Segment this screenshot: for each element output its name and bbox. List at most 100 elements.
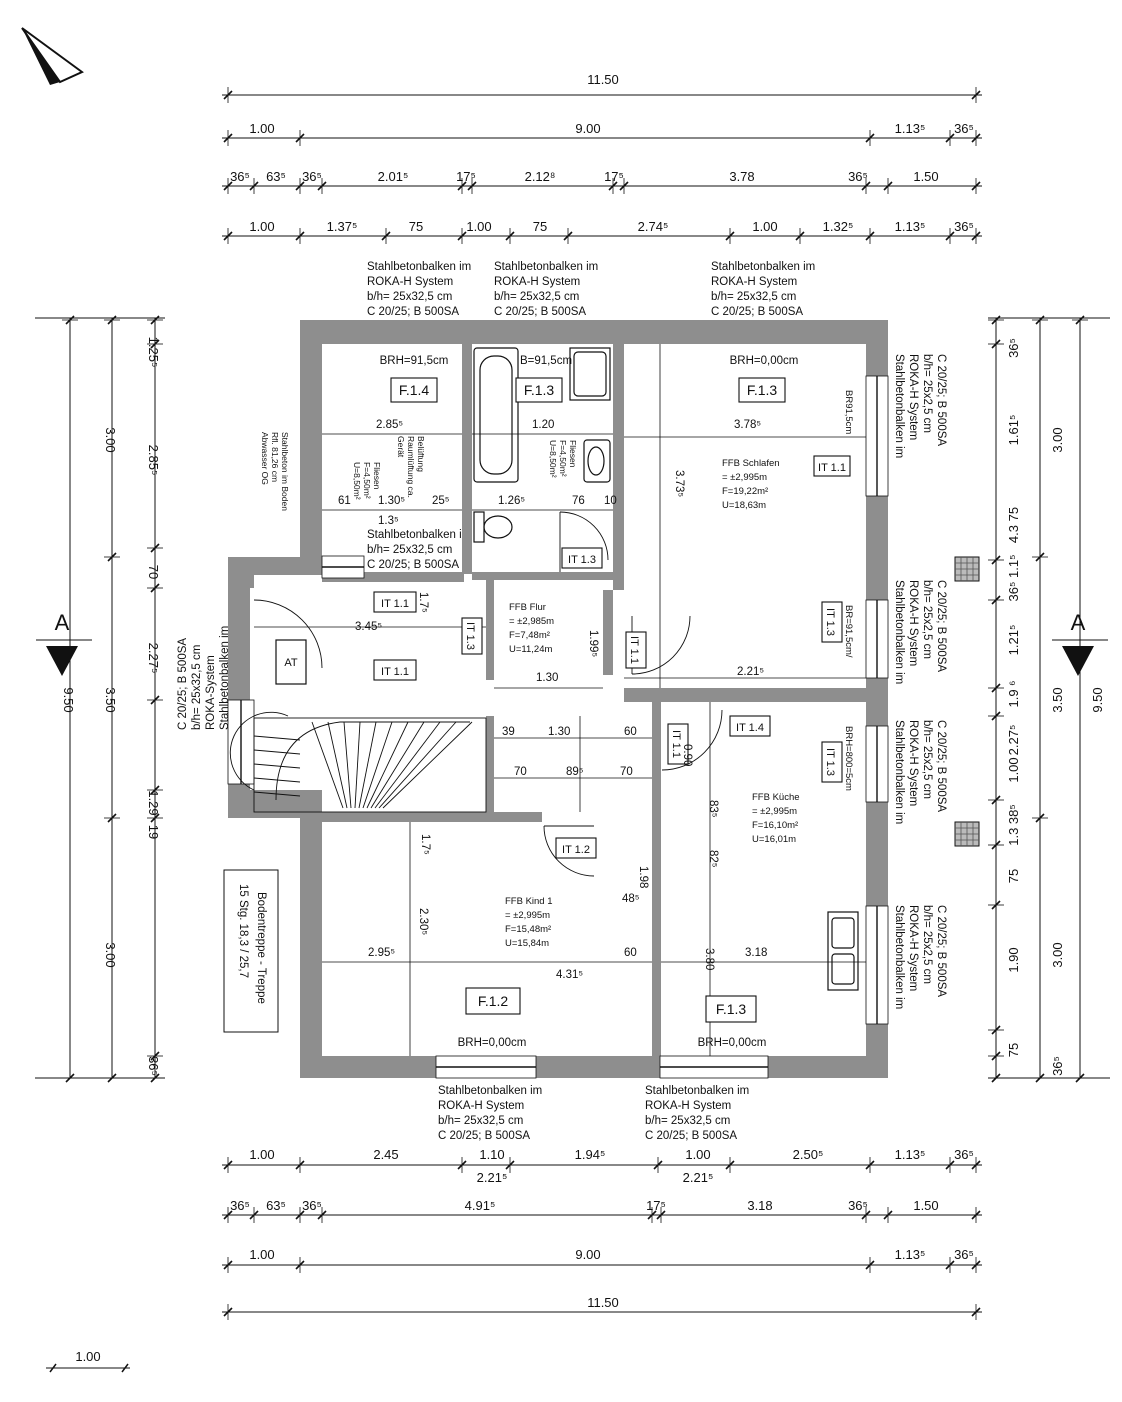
stair-tread [253, 763, 301, 769]
attic-hatch: AT [275, 639, 307, 685]
beam-note-top-3: Stahlbetonbalken im ROKA-H System b/h= 2… [711, 261, 815, 318]
dim-right-inner-5: 1.9 ⁶ [1006, 680, 1021, 707]
dim-right-inner-9: 75 [1006, 869, 1021, 883]
room-info-wc-rotated: Fliesen F=4,50m² U=8,50m² [548, 440, 578, 478]
svg-text:Belüftung: Belüftung [416, 436, 426, 472]
svg-text:= ±2,985m: = ±2,985m [509, 616, 554, 627]
svg-text:F=15,48m²: F=15,48m² [505, 924, 551, 935]
svg-text:U=11,24m: U=11,24m [509, 644, 552, 655]
dim-top-r3-4: 17⁵ [456, 169, 476, 184]
svg-text:C 20/25; B 500SA: C 20/25; B 500SA [645, 1130, 737, 1142]
bottom-dimension-ticks [223, 1157, 981, 1320]
svg-text:83⁵: 83⁵ [707, 800, 719, 818]
svg-text:82⁵: 82⁵ [707, 850, 719, 868]
svg-text:3.78⁵: 3.78⁵ [734, 419, 761, 431]
dim-right-mid-0: 3.00 [1050, 427, 1065, 452]
svg-text:60: 60 [624, 947, 637, 959]
svg-text:Stahlbetonbalken im: Stahlbetonbalken im [711, 261, 815, 273]
svg-text:b/h= 25x32,5 cm: b/h= 25x32,5 cm [191, 645, 203, 730]
svg-text:39: 39 [502, 726, 515, 738]
svg-text:70: 70 [514, 766, 527, 778]
room-tag-label: F.1.3 [524, 382, 555, 398]
dim-right-inner-6: 2.27⁵ [1006, 725, 1021, 756]
dim-bot-r4-0: 11.50 [587, 1295, 619, 1310]
section-marker-left: A [36, 610, 92, 676]
svg-text:ROKA-H System: ROKA-H System [907, 905, 919, 991]
svg-text:b/h= 25x2,5 cm: b/h= 25x2,5 cm [921, 905, 933, 984]
staircase [253, 717, 487, 813]
svg-text:C 20/25; B 500SA: C 20/25; B 500SA [935, 720, 947, 812]
svg-text:C 20/25; B 500SA: C 20/25; B 500SA [711, 306, 803, 318]
brh-f14: BRH=91,5cm [380, 355, 449, 367]
beam-note-right-4: Stahlbetonbalken im ROKA-H System b/h= 2… [893, 905, 947, 1009]
dim-bot-r1-6: 1.13⁵ [895, 1147, 926, 1162]
room-tag-box [465, 987, 521, 1015]
dim-right-inner-11: 75 [1006, 1043, 1021, 1057]
room-tag: F.1.2 [465, 987, 521, 1015]
column-symbol-1 [954, 556, 980, 582]
svg-text:FFB Flur: FFB Flur [509, 602, 546, 613]
dim-bot-r1-7: 36⁵ [954, 1147, 974, 1162]
svg-text:3.18: 3.18 [745, 947, 767, 959]
door-swings [229, 511, 723, 877]
section-marker-right: A [1052, 610, 1108, 676]
stair-tread [327, 721, 348, 809]
svg-text:2.85⁵: 2.85⁵ [376, 419, 403, 431]
stair-tread [382, 721, 473, 809]
dim-left-inner-5: 19 [146, 825, 161, 839]
dim-bot-r2-3: 4.91⁵ [465, 1198, 496, 1213]
dim-right-inner-1: 1.61⁵ [1006, 415, 1021, 446]
svg-text:Gerät: Gerät [396, 436, 406, 458]
svg-text:Bodentreppe - Treppe: Bodentreppe - Treppe [255, 892, 267, 1004]
svg-text:Stahlbetonbalken im: Stahlbetonbalken im [893, 720, 905, 824]
svg-text:F=19,22m²: F=19,22m² [722, 486, 768, 497]
room-tag-label: IT 1.4 [736, 722, 764, 734]
svg-text:= ±2,995m: = ±2,995m [505, 910, 550, 921]
stair-tread [370, 721, 425, 809]
room-tag-box [813, 455, 851, 477]
svg-text:1.3⁵: 1.3⁵ [378, 515, 399, 527]
svg-text:Stahlbetonbalken im: Stahlbetonbalken im [893, 905, 905, 1009]
svg-text:b/h= 25x32,5 cm: b/h= 25x32,5 cm [367, 544, 452, 556]
stair-tread [253, 777, 301, 783]
svg-text:15 Stg. 18,3 / 25,7: 15 Stg. 18,3 / 25,7 [237, 884, 249, 978]
svg-text:Stahlbetonbalken i: Stahlbetonbalken i [367, 529, 462, 541]
svg-text:1.30: 1.30 [536, 672, 558, 684]
room-tag-box [729, 715, 771, 737]
svg-text:FFB Kind 1: FFB Kind 1 [505, 896, 553, 907]
bathtub-icon [473, 347, 519, 483]
svg-text:25⁵: 25⁵ [432, 495, 450, 507]
beam-note-bottom-1: Stahlbetonbalken im ROKA-H System b/h= 2… [438, 1085, 542, 1142]
svg-text:70: 70 [620, 766, 633, 778]
dim-top-r1-0: 11.50 [587, 72, 619, 87]
svg-text:ROKA-H System: ROKA-H System [494, 276, 580, 288]
svg-text:Raumlüftung ca.: Raumlüftung ca. [406, 436, 416, 498]
side-dimension-ticks [62, 315, 1088, 1083]
dim-bot-r3-3: 36⁵ [954, 1247, 974, 1262]
shower-icon [569, 347, 611, 401]
svg-text:Stahlbetonbalken im: Stahlbetonbalken im [893, 580, 905, 684]
dim-bot-r2-7: 1.50 [913, 1198, 938, 1213]
brh-side-1: BR91,5cm [843, 390, 854, 434]
top-dimensions [222, 94, 982, 237]
dim-top-r2-3: 36⁵ [954, 121, 974, 136]
room-lines [254, 344, 866, 1056]
svg-text:ROKA-H System: ROKA-H System [907, 354, 919, 440]
room-tag: F.1.3 [515, 377, 563, 403]
brh-f13b: BRH=0,00cm [730, 355, 799, 367]
room-tag-box [705, 995, 757, 1023]
svg-text:F=4,50m²: F=4,50m² [558, 440, 568, 477]
room-tag: F.1.3 [738, 377, 786, 403]
svg-text:C 20/25; B 500SA: C 20/25; B 500SA [935, 580, 947, 672]
dim-bot-r3-2: 1.13⁵ [895, 1247, 926, 1262]
svg-text:C 20/25; B 500SA: C 20/25; B 500SA [935, 905, 947, 997]
svg-text:Stahlbeton im Boden: Stahlbeton im Boden [280, 432, 290, 511]
svg-text:48⁵: 48⁵ [622, 893, 640, 905]
svg-text:Stahlbetonbalken im: Stahlbetonbalken im [367, 261, 471, 273]
dim-left-inner-1: 2.85⁵ [146, 445, 161, 476]
stair-tread [253, 791, 301, 797]
room-tag-label: IT 1.1 [381, 666, 409, 678]
svg-text:Stahlbetonbalken im: Stahlbetonbalken im [438, 1085, 542, 1097]
svg-text:Stahlbetonbalken im: Stahlbetonbalken im [893, 354, 905, 458]
